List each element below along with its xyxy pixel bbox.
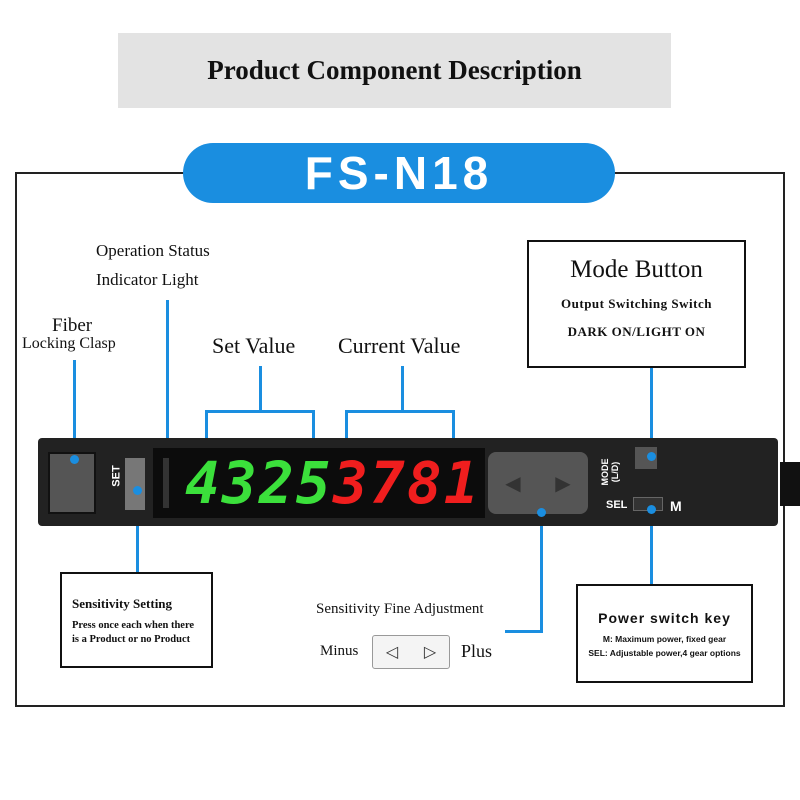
set-label: SET [110, 465, 123, 487]
callout-connector [537, 508, 546, 517]
callout-connector [647, 452, 656, 461]
mode-line1: Output Switching Switch [561, 296, 712, 311]
led-display: 4325 3781 [153, 448, 485, 518]
mode-label: MODE (L/D) [600, 458, 620, 486]
callout-connector [205, 410, 315, 413]
mode-title: Mode Button [570, 256, 703, 283]
callout-connector [259, 366, 262, 412]
power-line1: M: Maximum power, fixed gear [602, 634, 727, 644]
plus-label: Plus [461, 641, 493, 661]
current-value-digits: 3781 [333, 449, 481, 517]
callout-connector [205, 410, 208, 452]
m-label: M [670, 498, 682, 514]
set-button[interactable] [125, 458, 145, 510]
callout-connector [345, 410, 348, 452]
power-switch-callout: Power switch key M: Maximum power, fixed… [576, 584, 753, 683]
callout-connector [401, 366, 404, 412]
callout-connector [345, 410, 455, 413]
set-value-digits: 4325 [185, 449, 333, 517]
sensitivity-setting-callout: Sensitivity Setting Press once each when… [60, 572, 213, 668]
fine-adjust-rocker[interactable]: ◀ ▶ [488, 452, 588, 514]
callout-connector [540, 512, 543, 632]
status-label-1: Operation Status [96, 241, 210, 260]
current-value-label: Current Value [338, 333, 461, 358]
power-line2: SEL: Adjustable power,4 gear options [588, 648, 741, 658]
power-title: Power switch key [598, 610, 731, 626]
status-label-2: Indicator Light [96, 270, 199, 289]
cable [780, 462, 800, 506]
fine-adjust-title: Sensitivity Fine Adjustment [316, 601, 484, 617]
page-title: Product Component Description [118, 33, 671, 108]
minus-arrow-icon: ◁ [385, 644, 399, 661]
sensitivity-title: Sensitivity Setting [72, 596, 173, 611]
callout-connector [505, 630, 543, 633]
callout-connector [312, 410, 315, 452]
fiber-label-2: Locking Clasp [22, 335, 116, 352]
callout-connector [133, 486, 142, 495]
callout-connector [73, 360, 76, 460]
callout-connector [136, 490, 139, 574]
sel-label: SEL [606, 499, 628, 511]
sensitivity-line2: is a Product or no Product [72, 634, 191, 645]
callout-connector [650, 508, 653, 584]
callout-connector [70, 455, 79, 464]
plus-arrow-icon: ▷ [423, 644, 437, 661]
fine-adjust-illustration: ◁ ▷ [372, 635, 450, 669]
mode-line2: DARK ON/LIGHT ON [567, 324, 706, 339]
left-arrow-icon: ◀ [505, 472, 521, 495]
sensitivity-line1: Press once each when there [72, 620, 195, 631]
right-arrow-icon: ▶ [555, 472, 571, 495]
status-indicator-light [163, 458, 169, 508]
callout-connector [452, 410, 455, 452]
set-value-label: Set Value [212, 333, 296, 358]
callout-connector [647, 505, 656, 514]
model-badge: FS-N18 [183, 143, 615, 203]
mode-button-callout: Mode Button Output Switching Switch DARK… [527, 240, 746, 368]
minus-label: Minus [320, 643, 359, 659]
callout-connector [166, 300, 169, 460]
callout-connector [650, 368, 653, 456]
fiber-label-1: Fiber [52, 315, 93, 336]
